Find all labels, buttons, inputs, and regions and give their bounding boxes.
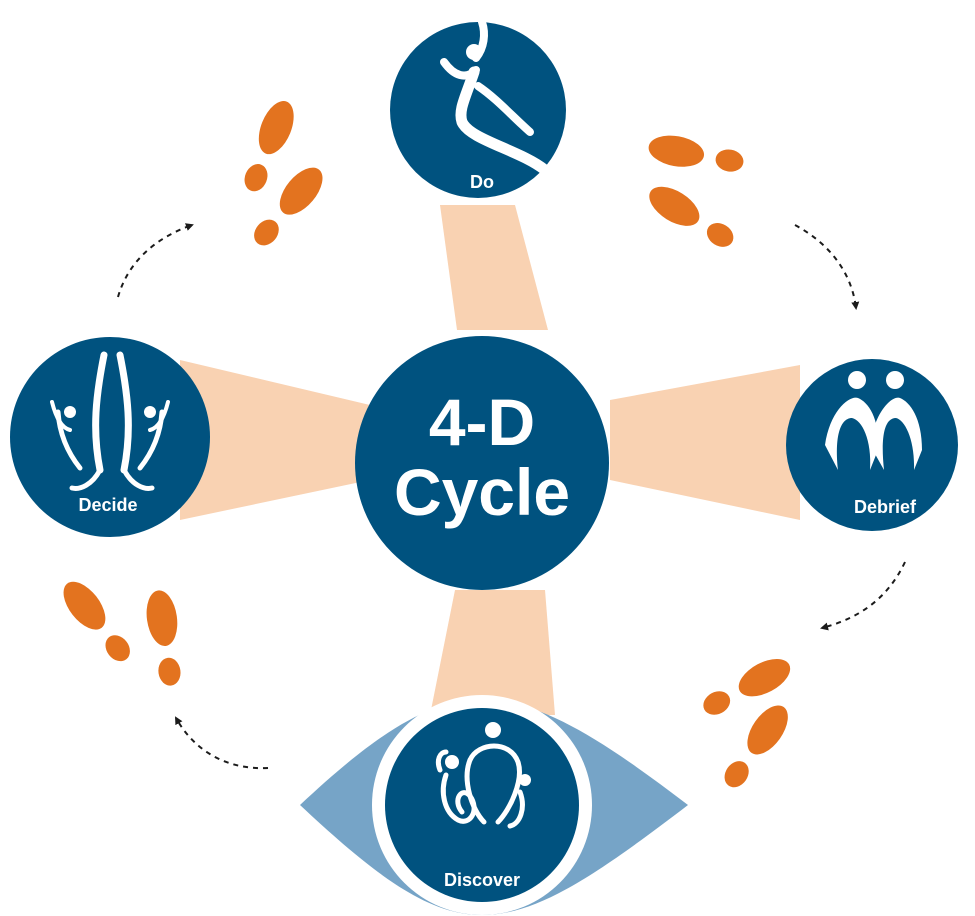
stage-discover: Discover: [372, 695, 592, 915]
center-title-line2: Cycle: [394, 455, 570, 529]
stage-circle-decide: [10, 337, 210, 537]
stage-label-debrief: Debrief: [854, 497, 917, 517]
beam-debrief: [610, 365, 800, 520]
center-hub: 4-D Cycle: [355, 336, 609, 590]
stage-label-do: Do: [470, 172, 494, 192]
jumping-figure-icon: [440, 18, 551, 176]
beam-decide: [180, 360, 370, 520]
stage-circle-discover: [385, 708, 579, 902]
footprint-icon: [55, 574, 139, 669]
cycle-arrows: [117, 223, 906, 770]
center-title-line1: 4-D: [429, 385, 535, 459]
stage-decide: Decide: [10, 337, 210, 537]
arrow-debrief-to-discover: [820, 561, 906, 631]
stage-label-decide: Decide: [78, 495, 137, 515]
two-people-icon: [825, 371, 922, 470]
footprint-icon: [642, 178, 740, 256]
footprint-icon: [143, 588, 187, 688]
arrow-do-to-debrief: [794, 224, 860, 310]
footprint-icon: [716, 698, 796, 795]
stage-debrief: Debrief: [786, 359, 958, 531]
beam-discover: [430, 590, 555, 715]
stage-label-discover: Discover: [444, 870, 520, 890]
stage-do: Do: [390, 18, 566, 198]
center-circle: [355, 336, 609, 590]
family-group-icon: [435, 722, 531, 829]
footprint-icon: [646, 131, 746, 178]
beams: [180, 205, 800, 715]
arrow-decide-to-do: [117, 223, 194, 298]
raised-arms-figures-icon: [50, 351, 170, 491]
beam-do: [440, 205, 548, 330]
arrow-discover-to-decide: [175, 716, 269, 770]
